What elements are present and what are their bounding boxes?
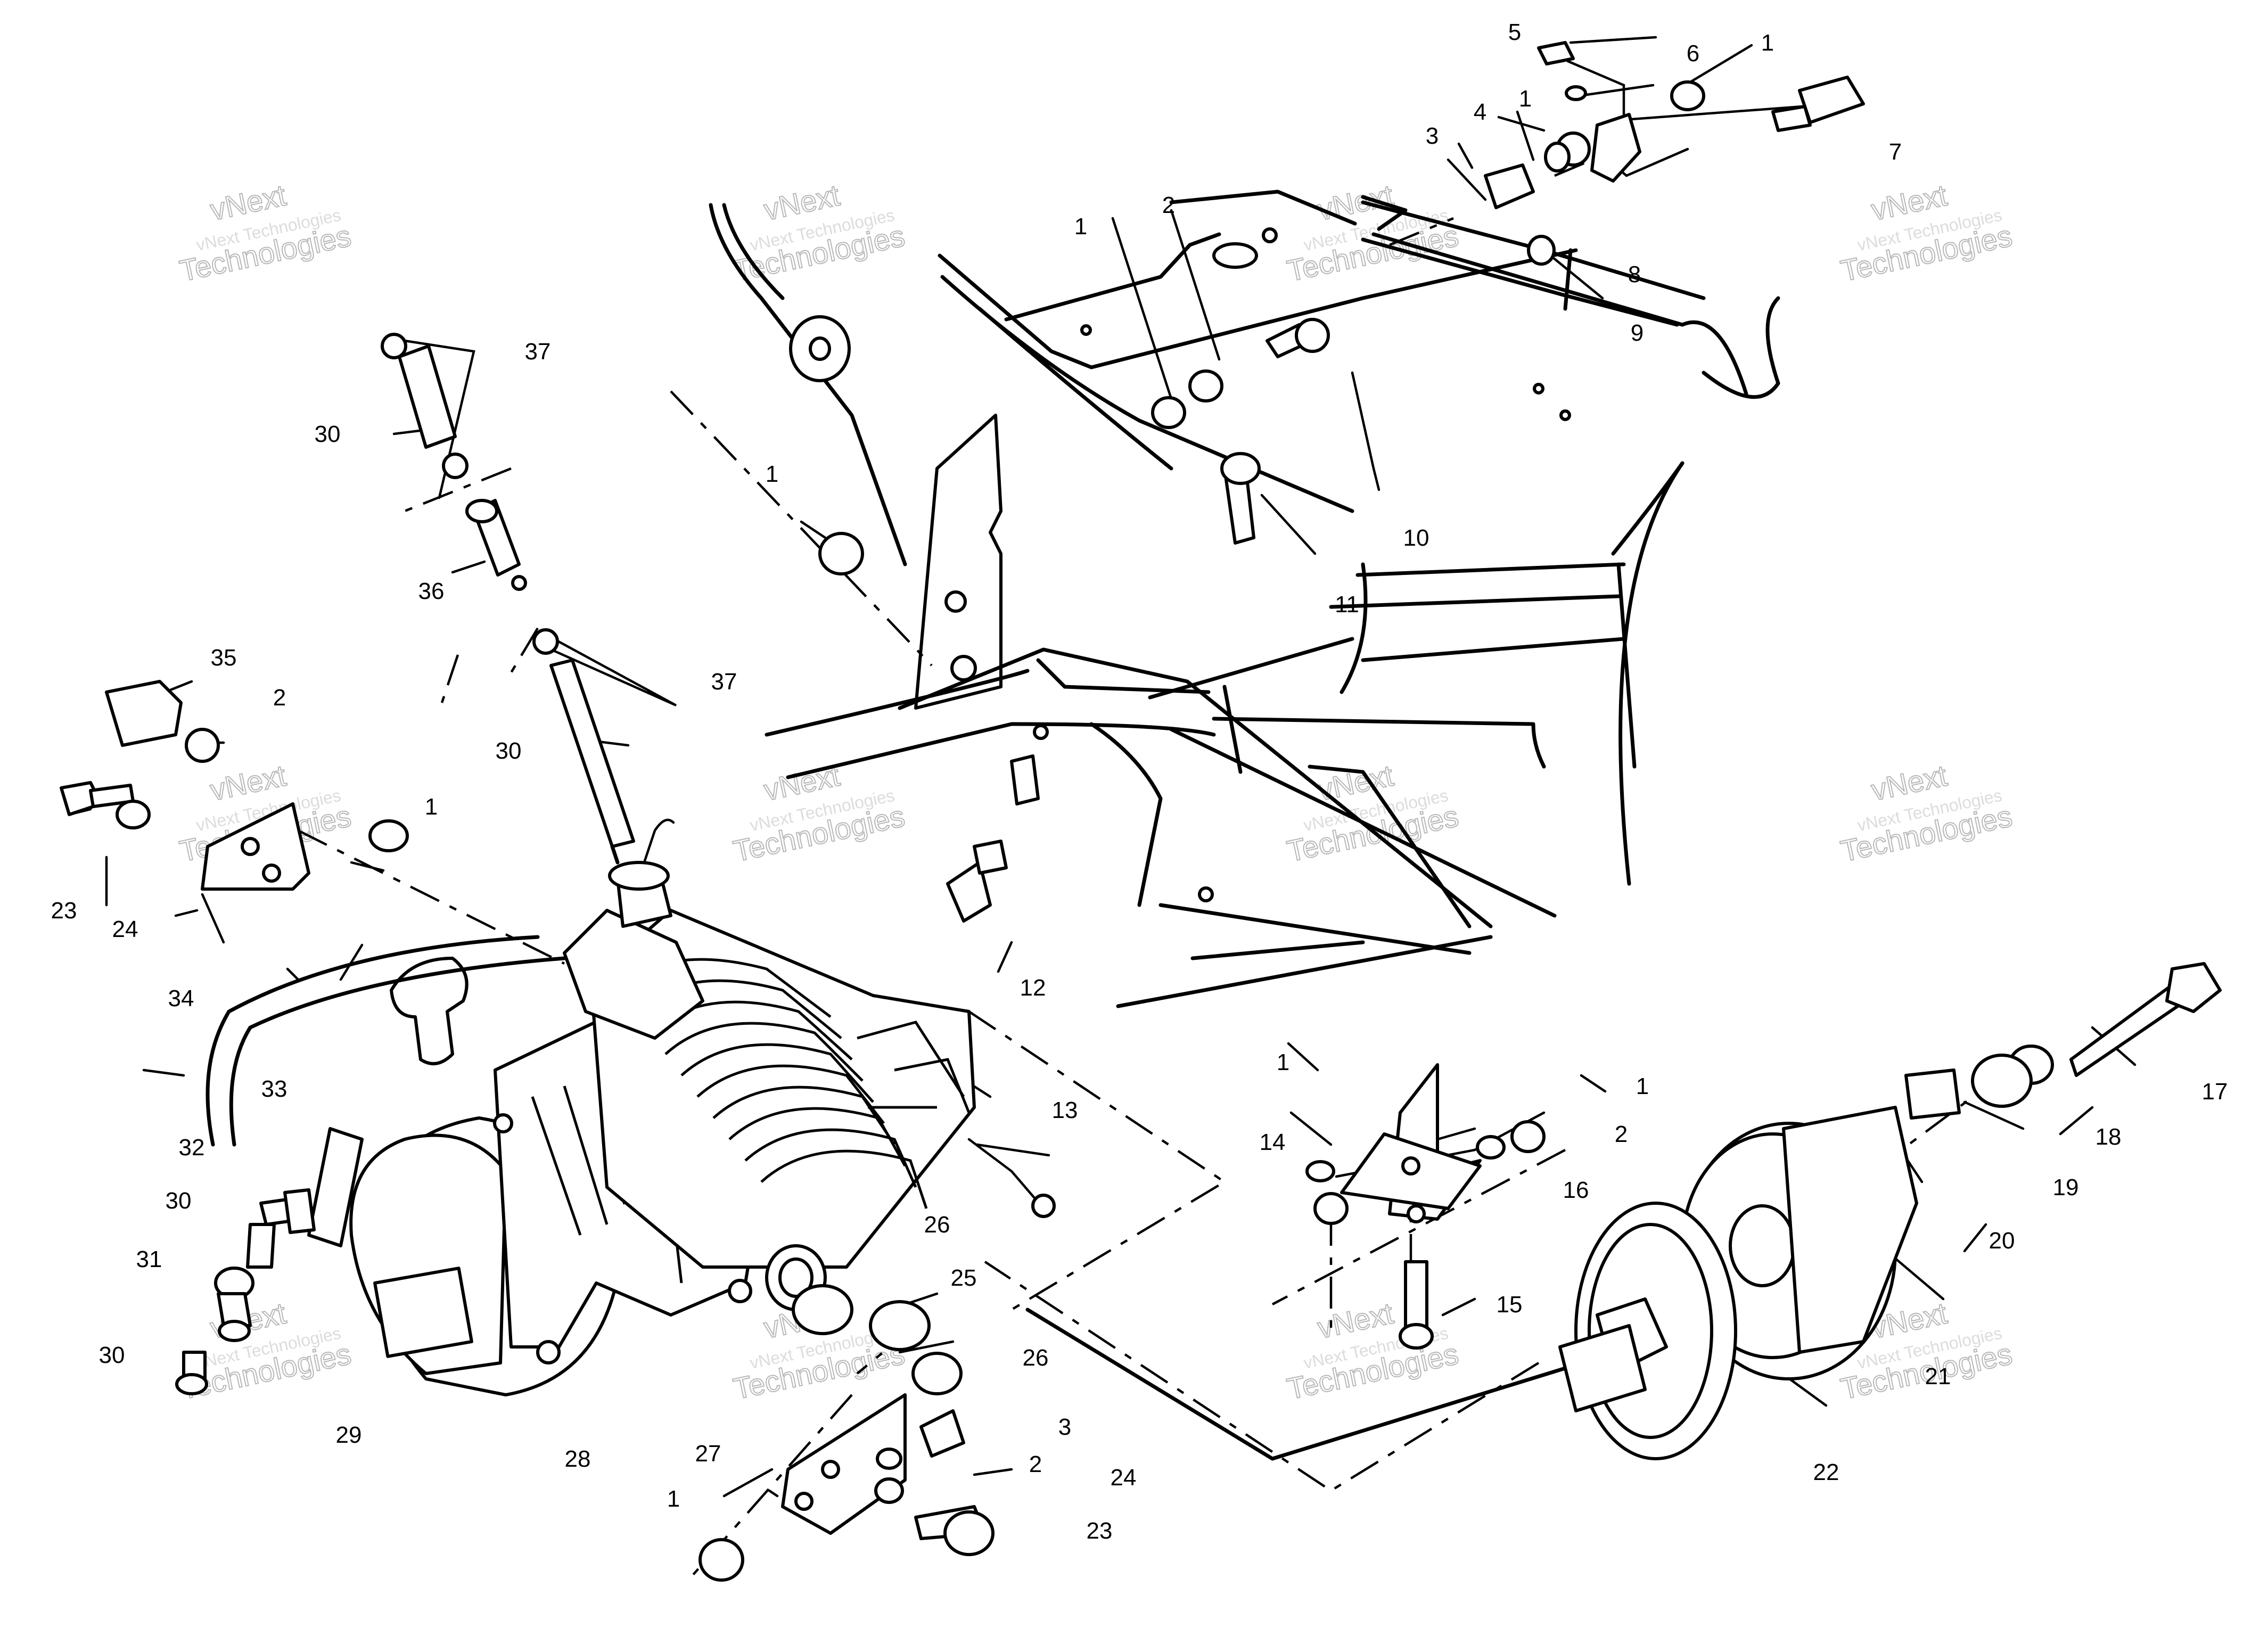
callout-16: 16	[1563, 1177, 1589, 1203]
callout-25: 25	[951, 1265, 977, 1291]
callout-23: 23	[51, 898, 77, 924]
callout-33: 33	[261, 1076, 287, 1102]
fuel-line-parts	[175, 333, 635, 1395]
callout-2: 2	[273, 685, 286, 711]
callout-29: 29	[336, 1422, 362, 1448]
callout-30: 30	[496, 738, 522, 764]
callout-2: 2	[1162, 192, 1175, 218]
watermark: vNext vNext Technologies Technologies	[1837, 758, 2016, 869]
engine-assembly	[349, 818, 976, 1396]
callout-32: 32	[179, 1134, 205, 1161]
watermark: vNext vNext Technologies Technologies	[1284, 758, 1462, 869]
watermark: vNext vNext Technologies Technologies	[1284, 1296, 1462, 1407]
callout-1: 1	[667, 1486, 680, 1512]
callout-23: 23	[1087, 1518, 1113, 1544]
callout-4: 4	[1474, 99, 1486, 125]
callout-1: 1	[1277, 1049, 1289, 1075]
callout-34: 34	[168, 985, 194, 1012]
callout-15: 15	[1497, 1292, 1523, 1318]
callout-24: 24	[112, 916, 138, 942]
callout-1: 1	[1519, 86, 1532, 112]
callout-24: 24	[1111, 1465, 1137, 1491]
callout-1: 1	[766, 461, 778, 487]
callout-37: 37	[525, 339, 551, 365]
callout-10: 10	[1403, 525, 1429, 551]
watermark: vNext vNext Technologies Technologies	[176, 178, 355, 289]
callout-1: 1	[1074, 213, 1087, 240]
callout-35: 35	[211, 645, 237, 671]
callout-13: 13	[1052, 1097, 1078, 1123]
hardware-parts	[60, 41, 2222, 1582]
callout-7: 7	[1889, 139, 1902, 165]
watermark: vNext vNext Technologies Technologies	[1837, 1296, 2016, 1407]
callout-1: 1	[1761, 30, 1774, 56]
callout-20: 20	[1989, 1228, 2015, 1254]
callout-37: 37	[711, 669, 737, 695]
callout-28: 28	[565, 1446, 591, 1472]
vehicle-frame	[709, 190, 1780, 1008]
callout-12: 12	[1020, 975, 1046, 1001]
callout-21: 21	[1925, 1363, 1951, 1390]
watermark: vNext vNext Technologies Technologies	[730, 758, 908, 869]
callout-8: 8	[1628, 261, 1641, 287]
callout-3: 3	[1058, 1414, 1071, 1440]
callout-14: 14	[1260, 1129, 1286, 1155]
watermark: vNext vNext Technologies Technologies	[1837, 178, 2016, 289]
callout-30: 30	[99, 1342, 125, 1368]
callout-27: 27	[695, 1441, 721, 1467]
callout-11: 11	[1335, 591, 1359, 618]
callout-17: 17	[2202, 1079, 2228, 1105]
callout-9: 9	[1631, 320, 1644, 346]
callout-26: 26	[1023, 1345, 1049, 1371]
callout-36: 36	[418, 578, 445, 604]
callouts: 5 1 6 1 4 3 7 8 9 1 2 10 11 1 37 30 36 3…	[51, 19, 2228, 1544]
callout-30: 30	[315, 421, 341, 447]
callout-30: 30	[166, 1188, 192, 1214]
callout-31: 31	[136, 1246, 162, 1272]
label-plate	[373, 1267, 473, 1358]
callout-22: 22	[1813, 1459, 1839, 1485]
callout-18: 18	[2096, 1124, 2122, 1150]
callout-3: 3	[1426, 123, 1439, 149]
callout-2: 2	[1029, 1451, 1042, 1477]
callout-26: 26	[924, 1212, 950, 1238]
callout-5: 5	[1508, 19, 1521, 45]
callout-19: 19	[2053, 1174, 2079, 1201]
callout-2: 2	[1615, 1121, 1628, 1147]
callout-6: 6	[1687, 40, 1699, 67]
callout-1: 1	[425, 794, 438, 820]
watermark: vNext vNext Technologies Technologies	[730, 178, 908, 289]
callout-1: 1	[1636, 1073, 1649, 1099]
